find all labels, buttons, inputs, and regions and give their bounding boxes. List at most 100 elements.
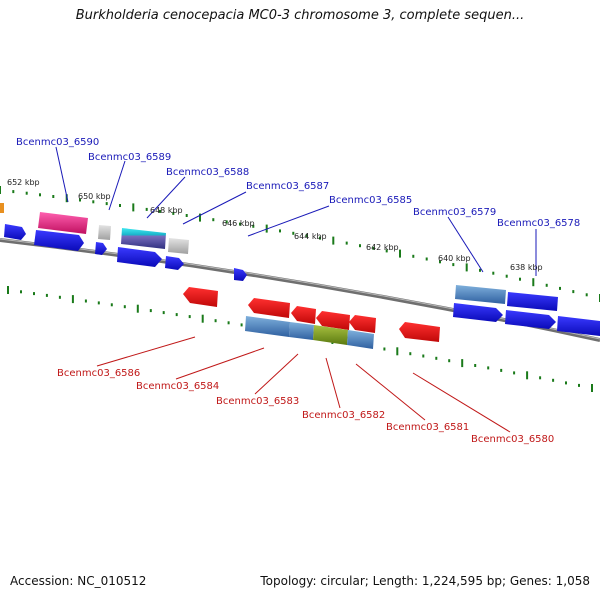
major-tick (526, 371, 529, 380)
major-tick (71, 295, 74, 304)
forward-gene-arrow[interactable] (505, 310, 556, 329)
forward-gene-arrow[interactable] (165, 256, 184, 270)
minor-tick (500, 368, 503, 372)
minor-tick (519, 277, 521, 281)
reverse-gene-arrow[interactable] (349, 315, 376, 333)
gene-label[interactable]: Bcenmc03_6580 (471, 434, 554, 445)
major-tick (399, 249, 401, 258)
reverse-gene-arrow[interactable] (316, 311, 350, 330)
bottom-gene-labels: Bcenmc03_6586 Bcenmc03_6584 Bcenmc03_658… (57, 368, 554, 445)
major-tick (532, 278, 535, 287)
forward-gene-arrow[interactable] (507, 292, 558, 311)
major-tick (136, 304, 139, 313)
major-tick (132, 203, 135, 212)
major-tick (0, 186, 1, 194)
gene-label[interactable]: Bcenmc03_6588 (166, 167, 249, 178)
minor-tick (565, 381, 567, 385)
minor-tick (252, 224, 255, 228)
major-tick (201, 314, 204, 323)
minor-tick (162, 311, 165, 315)
minor-tick (212, 218, 215, 222)
gene-label[interactable]: Bcenmc03_6585 (329, 195, 412, 206)
rna-gene[interactable] (289, 322, 314, 340)
major-tick (332, 236, 335, 245)
gene-label[interactable]: Bcenmc03_6582 (302, 410, 385, 421)
gene-label[interactable]: Bcenmc03_6583 (216, 396, 299, 407)
minor-tick (319, 236, 321, 240)
minor-tick (20, 290, 22, 294)
forward-gene-arrow[interactable] (234, 268, 247, 281)
minor-tick (505, 274, 508, 278)
gene-label[interactable]: Bcenmc03_6581 (386, 422, 469, 433)
minor-tick (539, 376, 542, 380)
minor-tick (172, 211, 175, 215)
minor-tick (292, 231, 295, 235)
gene-label[interactable]: Bcenmc03_6584 (136, 381, 219, 392)
minor-tick (175, 313, 178, 317)
minor-tick (305, 234, 308, 238)
forward-gene-arrow[interactable] (117, 247, 162, 267)
genome-summary: Topology: circular; Length: 1,224,595 bp… (260, 574, 590, 588)
highlighted-gene[interactable] (313, 325, 348, 345)
minor-tick (372, 246, 375, 250)
rna-gene[interactable] (245, 316, 290, 337)
gene-label[interactable]: Bcenmc03_6589 (88, 152, 171, 163)
minor-tick (110, 303, 113, 307)
minor-tick (545, 283, 548, 287)
map-title: Burkholderia cenocepacia MC0-3 chromosom… (75, 8, 525, 23)
scale-label: 644 kbp (294, 232, 327, 241)
minor-tick (105, 202, 108, 206)
forward-gene-arrow[interactable] (34, 230, 84, 251)
rna-gene[interactable] (455, 285, 506, 304)
highlighted-gene[interactable] (38, 212, 88, 234)
forward-gene-arrow[interactable] (95, 242, 107, 255)
reverse-gene-arrow[interactable] (399, 322, 440, 342)
highlighted-gene[interactable] (121, 228, 166, 249)
top-callout-lines (55, 146, 537, 276)
minor-tick (492, 271, 495, 275)
forward-gene-arrow[interactable] (4, 224, 26, 240)
top-strand-genes (0, 203, 600, 336)
minor-tick (58, 295, 61, 299)
major-tick (465, 263, 468, 272)
minor-tick (383, 347, 386, 351)
scale-label: 650 kbp (78, 192, 111, 201)
minor-tick (97, 301, 100, 305)
forward-gene-arrow[interactable] (453, 303, 503, 322)
gene-label[interactable]: Bcenmc03_6579 (413, 207, 496, 218)
minor-tick (559, 286, 561, 290)
minor-tick (123, 305, 126, 309)
grey-gene[interactable] (98, 225, 111, 240)
rna-gene[interactable] (347, 330, 374, 349)
gene-label[interactable]: Bcenmc03_6587 (246, 181, 329, 192)
reverse-gene-arrow[interactable] (248, 298, 290, 318)
gene-label[interactable]: Bcenmc03_6578 (497, 218, 580, 229)
reverse-gene-arrow[interactable] (183, 287, 218, 307)
minor-tick (214, 319, 217, 323)
small-orange-gene[interactable] (0, 203, 4, 213)
minor-tick (225, 220, 228, 224)
reverse-gene-arrow[interactable] (291, 306, 316, 324)
gene-label[interactable]: Bcenmc03_6590 (16, 137, 99, 148)
minor-tick (185, 214, 188, 217)
minor-tick (39, 193, 41, 197)
scale-label: 646 kbp (222, 219, 255, 228)
minor-tick (487, 366, 490, 370)
gene-label[interactable]: Bcenmc03_6586 (57, 368, 140, 379)
minor-tick (145, 207, 148, 211)
major-tick (461, 359, 464, 368)
scale-label: 638 kbp (510, 263, 543, 272)
minor-tick (385, 249, 388, 253)
minor-tick (149, 309, 152, 313)
minor-tick (439, 260, 441, 264)
forward-gene-arrow[interactable] (557, 316, 600, 336)
minor-tick (359, 244, 361, 248)
minor-tick (513, 371, 516, 375)
minor-tick (452, 263, 455, 267)
minor-tick (422, 354, 425, 358)
minor-tick (92, 200, 95, 204)
minor-tick (409, 352, 412, 356)
grey-gene[interactable] (168, 238, 189, 254)
minor-tick (448, 359, 451, 363)
